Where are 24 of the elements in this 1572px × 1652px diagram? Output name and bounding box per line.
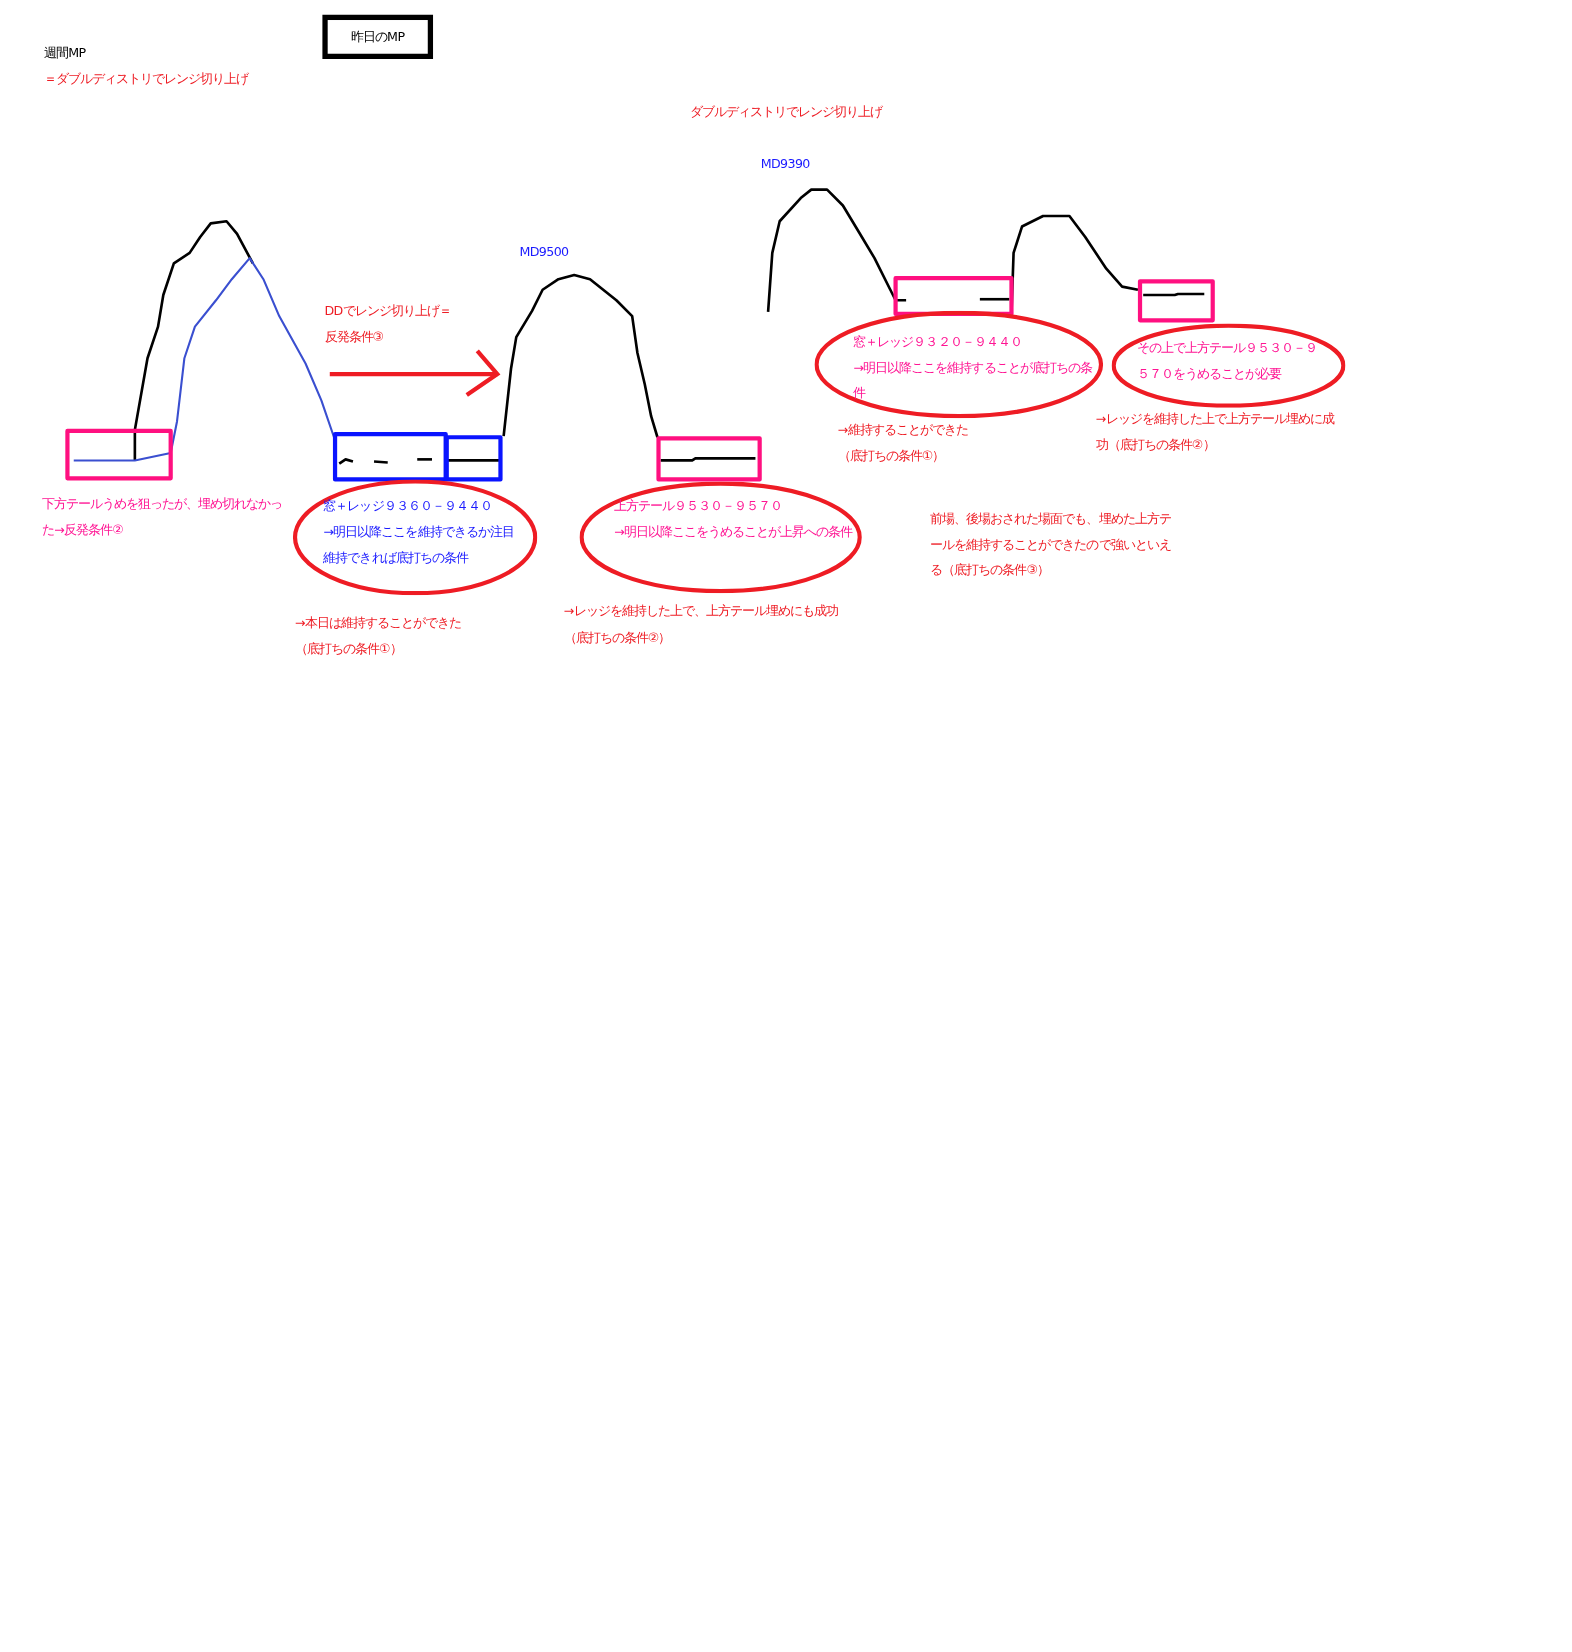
note-text: 上方テール９５３０－９５７０ <box>614 497 784 516</box>
note-text: ＝ダブルディストリでレンジ切り上げ <box>44 70 250 89</box>
note-text: ダブルディストリでレンジ切り上げ <box>690 103 884 122</box>
note-text: DDでレンジ切り上げ＝反発条件③ <box>324 302 452 346</box>
note-text: 維持できれば底打ちの条件 <box>323 549 470 567</box>
price-label: MD9390 <box>760 154 811 173</box>
heading-text: 週間MP <box>44 44 87 63</box>
note-text: その上で上方テール９５３０－９５７０をうめることが必要 <box>1136 339 1319 383</box>
note-text: 窓＋レッジ９３２０－９４４０ <box>853 333 1023 351</box>
note-text: →本日は維持することができた（底打ちの条件①） <box>295 614 463 658</box>
ellipse-outline <box>1111 323 1346 408</box>
price-label: MD9500 <box>519 243 570 262</box>
ellipse-outline <box>292 479 538 596</box>
note-text: 前場、後場おされた場面でも、埋めた上方テールを維持することができたので強いといえる（底打ちの条件③） <box>930 510 1171 580</box>
note-text: →明日以降ここを維持できるか注目 <box>323 523 515 541</box>
note-text: →明日以降ここを維持することが底打ちの条件 <box>853 358 1093 403</box>
note-text: →レッジを維持した上で、上方テール埋めにも成功（底打ちの条件②） <box>563 602 839 647</box>
note-text: →明日以降ここをうめることが上昇への条件 <box>614 523 854 541</box>
ellipse-outline <box>579 481 862 594</box>
note-text: 下方テールうめを狙ったが、埋め切れなかった→反発条件② <box>42 495 283 539</box>
note-text: →レッジを維持した上で上方テール埋めに成功（底打ちの条件②） <box>1095 409 1336 454</box>
note-text: 窓＋レッジ９３６０－９４４０ <box>323 497 493 516</box>
note-text: →維持することができた（底打ちの条件①） <box>837 421 969 466</box>
label-box: 昨日のMP <box>322 14 434 59</box>
